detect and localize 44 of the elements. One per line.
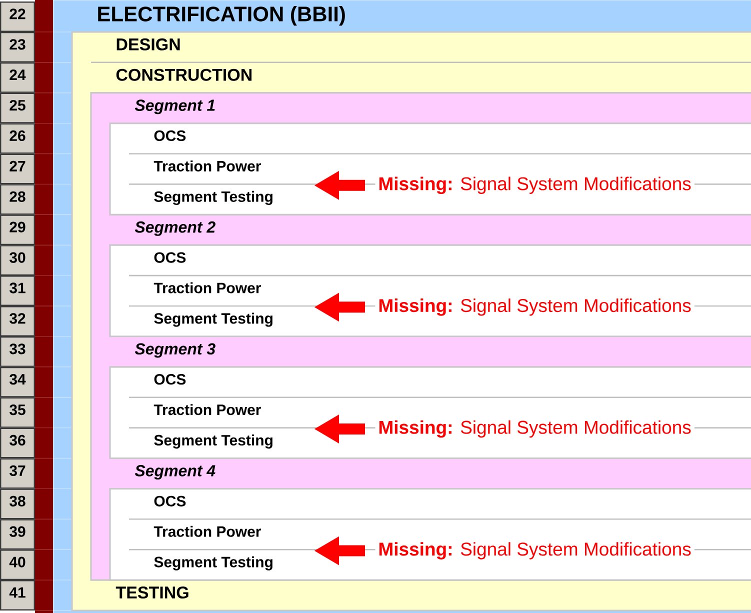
task-label: Traction Power — [154, 160, 261, 172]
row-number-cell: 35 — [0, 397, 35, 428]
task-label: OCS — [154, 252, 186, 263]
segment-heading: Segment 2 — [134, 221, 216, 236]
task-label: Traction Power — [154, 404, 261, 416]
segment-heading: Segment 3 — [134, 343, 216, 358]
segment-heading: Segment 1 — [134, 100, 215, 114]
task-label: Segment Testing — [154, 312, 272, 327]
note-text: Missing: Signal System Modifications — [375, 297, 694, 318]
row-number-cell: 24 — [0, 62, 35, 93]
row-number-cell: 41 — [0, 580, 35, 610]
note-text: Missing: Signal System Modifications — [375, 175, 694, 196]
row-number-cell: 33 — [0, 336, 35, 367]
row-number-cell: 32 — [0, 306, 35, 336]
section-title: ELECTRIFICATION (BBII) — [98, 6, 345, 26]
row-number-cell: 23 — [0, 32, 35, 62]
row-heading: TESTING — [116, 586, 188, 599]
row-heading: DESIGN — [116, 38, 180, 50]
row-heading: CONSTRUCTION — [116, 68, 252, 81]
task-label: Segment Testing — [154, 190, 272, 205]
row-number-cell: 28 — [0, 184, 35, 215]
row-number-cell: 36 — [0, 428, 35, 458]
row-number-cell: 40 — [0, 550, 35, 580]
row-number-cell: 37 — [0, 458, 35, 489]
segment-heading: Segment 4 — [134, 465, 216, 480]
row-number-cell: 34 — [0, 366, 35, 398]
row-number-cell: 39 — [0, 519, 35, 550]
row-number-cell: 31 — [0, 276, 35, 306]
note-text: Missing: Signal System Modifications — [375, 540, 694, 561]
task-label: Segment Testing — [154, 434, 272, 449]
task-label: OCS — [154, 130, 186, 142]
row-number-cell: 29 — [0, 214, 35, 246]
row-number-cell: 27 — [0, 154, 35, 184]
row-number-cell: 38 — [0, 488, 35, 520]
task-label: Traction Power — [154, 282, 261, 294]
row-number-cell: 25 — [0, 92, 35, 124]
task-label: Segment Testing — [154, 556, 272, 570]
row-number-cell: 30 — [0, 245, 35, 276]
task-label: OCS — [154, 374, 186, 385]
task-label: OCS — [154, 496, 186, 506]
note-text: Missing: Signal System Modifications — [375, 418, 694, 440]
task-label: Traction Power — [154, 526, 261, 537]
row-number-cell: 26 — [0, 123, 35, 154]
row-number-cell: 22 — [0, 2, 35, 32]
